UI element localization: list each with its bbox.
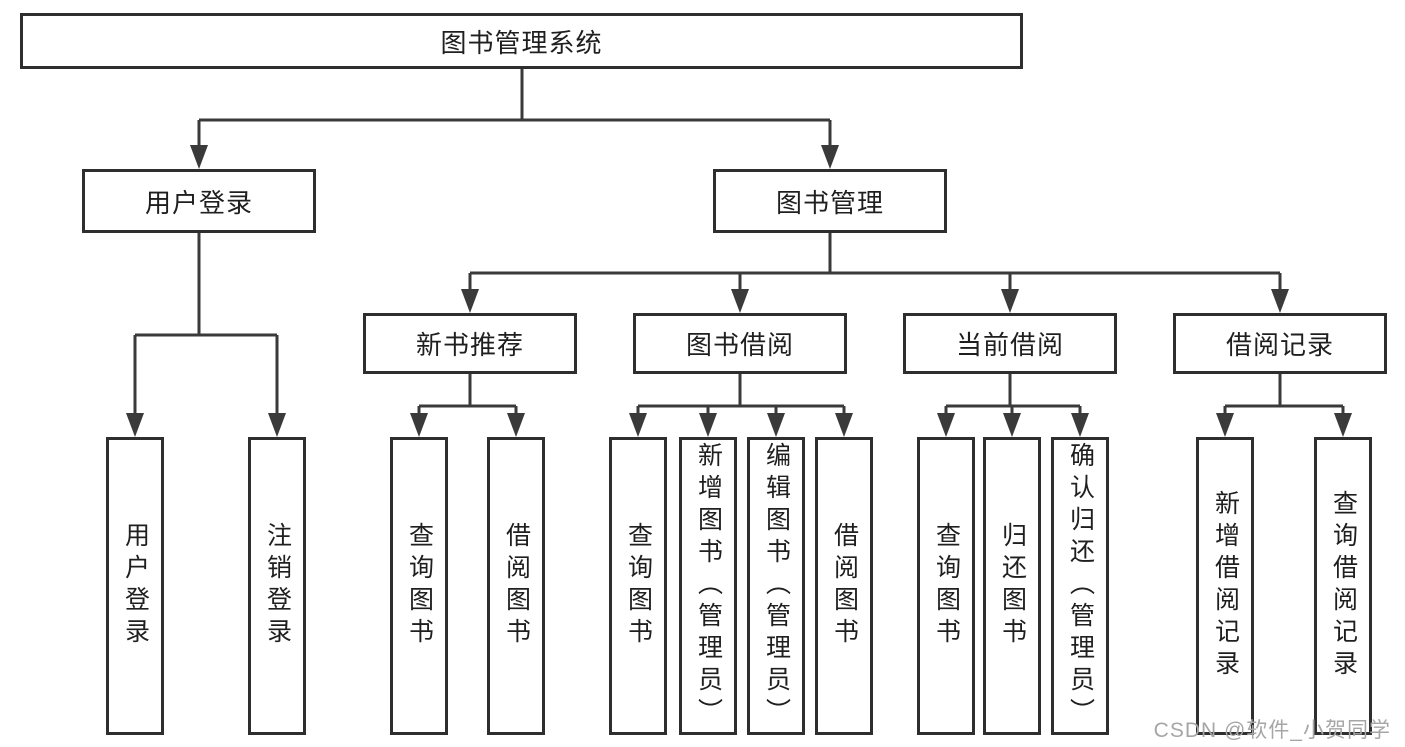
node-user-login: 用户登录 [82,169,316,233]
node-new-book-recommend: 新书推荐 [363,313,577,374]
node-borrow-records: 借阅记录 [1173,313,1387,374]
leaf-records-add-record: 新增借阅记录 [1196,437,1254,735]
connector-currentborrow-to-leaves [937,373,1089,437]
node-label: 借阅图书 [830,522,859,650]
connector-newbooks-to-leaves [410,373,525,437]
node-label: 查询借阅记录 [1329,490,1358,682]
leaf-current-return-books: 归还图书 [983,437,1041,735]
node-label: 新书推荐 [415,330,524,360]
connector-userlogin-to-leaves [126,232,286,437]
connector-root-to-level2 [190,69,839,169]
node-label: 查询图书 [405,522,434,650]
node-book-management: 图书管理 [713,169,947,233]
leaf-current-query-books: 查询图书 [917,437,975,735]
node-label: 编辑图书（管理员） [762,442,791,730]
node-book-borrow: 图书借阅 [633,313,847,374]
node-root-system: 图书管理系统 [20,13,1023,69]
connector-bookborrow-to-leaves [629,373,853,437]
connector-borrowrecords-to-leaves [1216,373,1352,437]
leaf-current-confirm-return-admin: 确认归还（管理员） [1051,437,1109,735]
leaf-user-login: 用户登录 [106,437,164,735]
node-label: 当前借阅 [955,330,1064,360]
leaf-borrow-query-books: 查询图书 [609,437,667,735]
node-label: 用户登录 [144,187,253,218]
node-label: 注销登录 [263,522,292,650]
leaf-logout: 注销登录 [248,437,306,735]
node-current-borrow: 当前借阅 [903,313,1117,374]
leaf-newbooks-borrow-books: 借阅图书 [487,437,545,735]
node-label: 图书管理系统 [440,27,603,58]
node-label: 确认归还（管理员） [1066,442,1095,730]
leaf-borrow-edit-books-admin: 编辑图书（管理员） [747,437,805,735]
node-label: 查询图书 [624,522,653,650]
node-label: 借阅记录 [1225,330,1334,360]
leaf-records-query-record: 查询借阅记录 [1314,437,1372,735]
node-label: 新增图书（管理员） [694,442,723,730]
csdn-watermark: CSDN @软件_小贺同学 [1153,719,1391,742]
leaf-borrow-add-books-admin: 新增图书（管理员） [679,437,737,735]
node-label: 用户登录 [121,522,150,650]
connector-bookmgmt-to-level3 [461,232,1289,313]
node-label: 图书借阅 [685,330,794,360]
node-label: 图书管理 [775,187,884,218]
node-label: 借阅图书 [502,522,531,650]
node-label: 查询图书 [932,522,961,650]
node-label: 归还图书 [998,522,1027,650]
node-label: 新增借阅记录 [1211,490,1240,682]
leaf-borrow-borrow-books: 借阅图书 [815,437,873,735]
leaf-newbooks-query-books: 查询图书 [390,437,448,735]
